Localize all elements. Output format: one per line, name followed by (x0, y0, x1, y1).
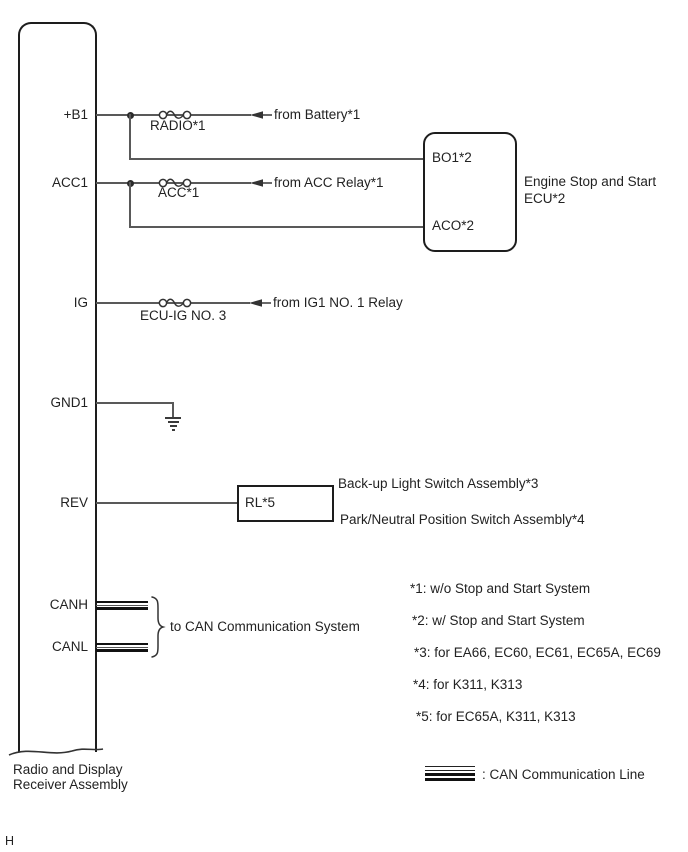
source-label-ig1-relay: from IG1 NO. 1 Relay (273, 295, 403, 310)
rl-caption-backup-switch: Back-up Light Switch Assembly*3 (338, 476, 539, 491)
footnote-3: *3: for EA66, EC60, EC61, EC65A, EC69 (414, 645, 661, 660)
source-label-battery: from Battery*1 (274, 107, 361, 122)
ecu-pin-aco: ACO*2 (432, 218, 475, 233)
footnote-1: *1: w/o Stop and Start System (410, 581, 591, 596)
rl-caption-park-neutral-switch: Park/Neutral Position Switch Assembly*4 (340, 512, 585, 527)
pin-label-canh: CANH (49, 597, 88, 612)
source-label-acc-relay: from ACC Relay*1 (274, 175, 384, 190)
assembly-caption-line2: Receiver Assembly (13, 777, 128, 792)
ground-drop-line (172, 402, 174, 418)
curly-brace-icon (151, 596, 166, 658)
wire-ig (96, 302, 250, 304)
can-line-canl (96, 643, 148, 652)
footnote-2: *2: w/ Stop and Start System (412, 613, 585, 628)
ecu-caption-line1: Engine Stop and Start (524, 174, 657, 189)
legend-label: : CAN Communication Line (482, 767, 645, 782)
pin-label-rev: REV (60, 495, 88, 510)
can-caption: to CAN Communication System (170, 619, 360, 634)
assembly-break-wave (8, 748, 104, 756)
arrow-left-icon-acc-relay (250, 179, 272, 187)
page-marker: H (5, 834, 15, 848)
pin-label-acc1: ACC1 (51, 175, 88, 190)
branch-b1-to-ecu (129, 158, 425, 160)
footnote-5: *5: for EC65A, K311, K313 (416, 709, 576, 724)
assembly-caption-line1: Radio and Display (13, 762, 123, 777)
fuse-icon-ecu-ig (158, 298, 192, 308)
fuse-icon-radio (158, 110, 192, 120)
footnote-4: *4: for K311, K313 (413, 677, 523, 692)
pin-label-ig: IG (73, 295, 88, 310)
branch-acc1-to-ecu (129, 226, 425, 228)
fuse-icon-acc (158, 178, 192, 188)
rl-label: RL*5 (245, 495, 276, 510)
pin-label-gnd1: GND1 (50, 395, 88, 410)
ecu-pin-bo1: BO1*2 (432, 150, 472, 165)
radio-receiver-assembly-box (18, 22, 97, 752)
wire-gnd1 (96, 402, 174, 404)
wire-rev (96, 502, 238, 504)
branch-acc1-vertical (129, 182, 131, 228)
arrow-left-icon-battery (250, 111, 272, 119)
wire-acc1 (96, 182, 251, 184)
arrow-left-icon-ig1-relay (249, 299, 271, 307)
wire-b1 (96, 114, 251, 116)
pin-label-b1: +B1 (63, 107, 88, 122)
rl-connector-box (237, 485, 334, 522)
ecu-caption-line2: ECU*2 (524, 191, 566, 206)
branch-b1-vertical (129, 114, 131, 160)
can-line-canh (96, 601, 148, 610)
fuse-label-acc: ACC*1 (158, 185, 200, 200)
fuse-label-radio: RADIO*1 (150, 118, 206, 133)
can-line-legend-icon (425, 766, 475, 781)
engine-stop-start-ecu-box (423, 132, 517, 252)
pin-label-canl: CANL (51, 639, 88, 654)
fuse-label-ecu-ig: ECU-IG NO. 3 (140, 308, 227, 323)
